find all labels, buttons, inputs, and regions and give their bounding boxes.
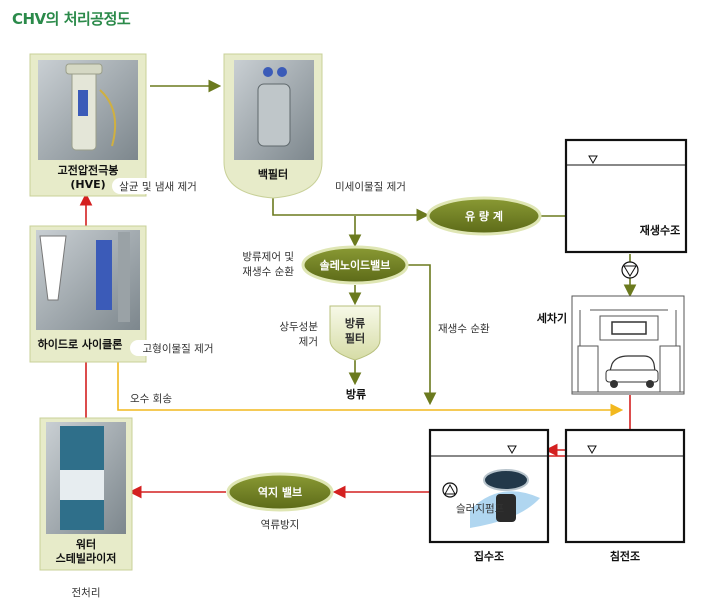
water-stabilizer-line1: 워터 xyxy=(76,537,96,551)
discharge-filter-note-line2: 제거 xyxy=(299,336,318,348)
hve-unit: 고전압전극봉 (HVE) xyxy=(29,53,147,197)
flow-meter-label: 유 량 계 xyxy=(465,209,503,223)
water-level-icon xyxy=(587,445,597,455)
water-stabilizer-note: 전처리 xyxy=(72,587,101,599)
hve-label-line1: 고전압전극봉 xyxy=(58,163,119,177)
sewage-return-label: 오수 회송 xyxy=(130,393,172,405)
settling-tank xyxy=(564,428,686,544)
check-valve: 역지 밸브 xyxy=(226,472,334,512)
hydrocyclone-note: 고형이물질 제거 xyxy=(143,343,214,355)
regen-tank: 재생수조 xyxy=(564,138,688,254)
flow-meter: 유 량 계 xyxy=(426,196,542,236)
yellow-return-line xyxy=(117,360,624,417)
discharge-filter-note-line1: 상두성분 xyxy=(279,321,318,333)
hydrocyclone-unit: 하이드로 사이클론 xyxy=(29,225,147,363)
bag-filter-label: 백필터 xyxy=(258,167,288,181)
hve-note: 살균 및 냄새 제거 xyxy=(119,181,197,193)
settling-tank-label: 침전조 xyxy=(610,549,640,563)
discharge-filter: 방류 필터 xyxy=(329,305,381,361)
discharge-filter-line1: 방류 xyxy=(345,316,365,330)
water-level-icon xyxy=(507,445,517,455)
solenoid-note-line1: 방류제어 및 xyxy=(242,251,294,263)
slurry-pump-label: 슬러지펌프 xyxy=(456,503,505,515)
hydrocyclone-label: 하이드로 사이클론 xyxy=(38,337,123,351)
red-flow-lines xyxy=(79,192,637,499)
regen-tank-label: 재생수조 xyxy=(640,223,680,237)
car-wash-label: 세차기 xyxy=(537,311,567,325)
check-valve-label: 역지 밸브 xyxy=(258,485,302,499)
hve-label-line2: (HVE) xyxy=(70,178,105,191)
page-title: CHV의 처리공정도 xyxy=(12,10,131,28)
car-wash-machine xyxy=(571,295,685,395)
solenoid-valve-label: 솔레노이드밸브 xyxy=(320,258,391,272)
water-level-icon xyxy=(588,155,598,165)
discharge-filter-line2: 필터 xyxy=(345,331,365,345)
check-valve-note: 역류방지 xyxy=(261,519,300,531)
bag-filter-note: 미세이물질 제거 xyxy=(335,181,406,193)
bag-filter-unit: 백필터 xyxy=(223,53,323,199)
solenoid-valve: 솔레노이드밸브 xyxy=(301,245,409,285)
discharge-label: 방류 xyxy=(346,387,366,401)
water-stabilizer-unit: 워터 스테빌라이저 xyxy=(39,417,133,571)
solenoid-note-line2: 재생수 순환 xyxy=(242,266,294,278)
collection-tank-label: 집수조 xyxy=(474,549,504,563)
water-stabilizer-line2: 스테빌라이저 xyxy=(56,551,117,565)
regen-cycle-label: 재생수 순환 xyxy=(438,323,490,335)
pump-icon xyxy=(621,261,639,279)
collection-tank xyxy=(428,428,550,544)
